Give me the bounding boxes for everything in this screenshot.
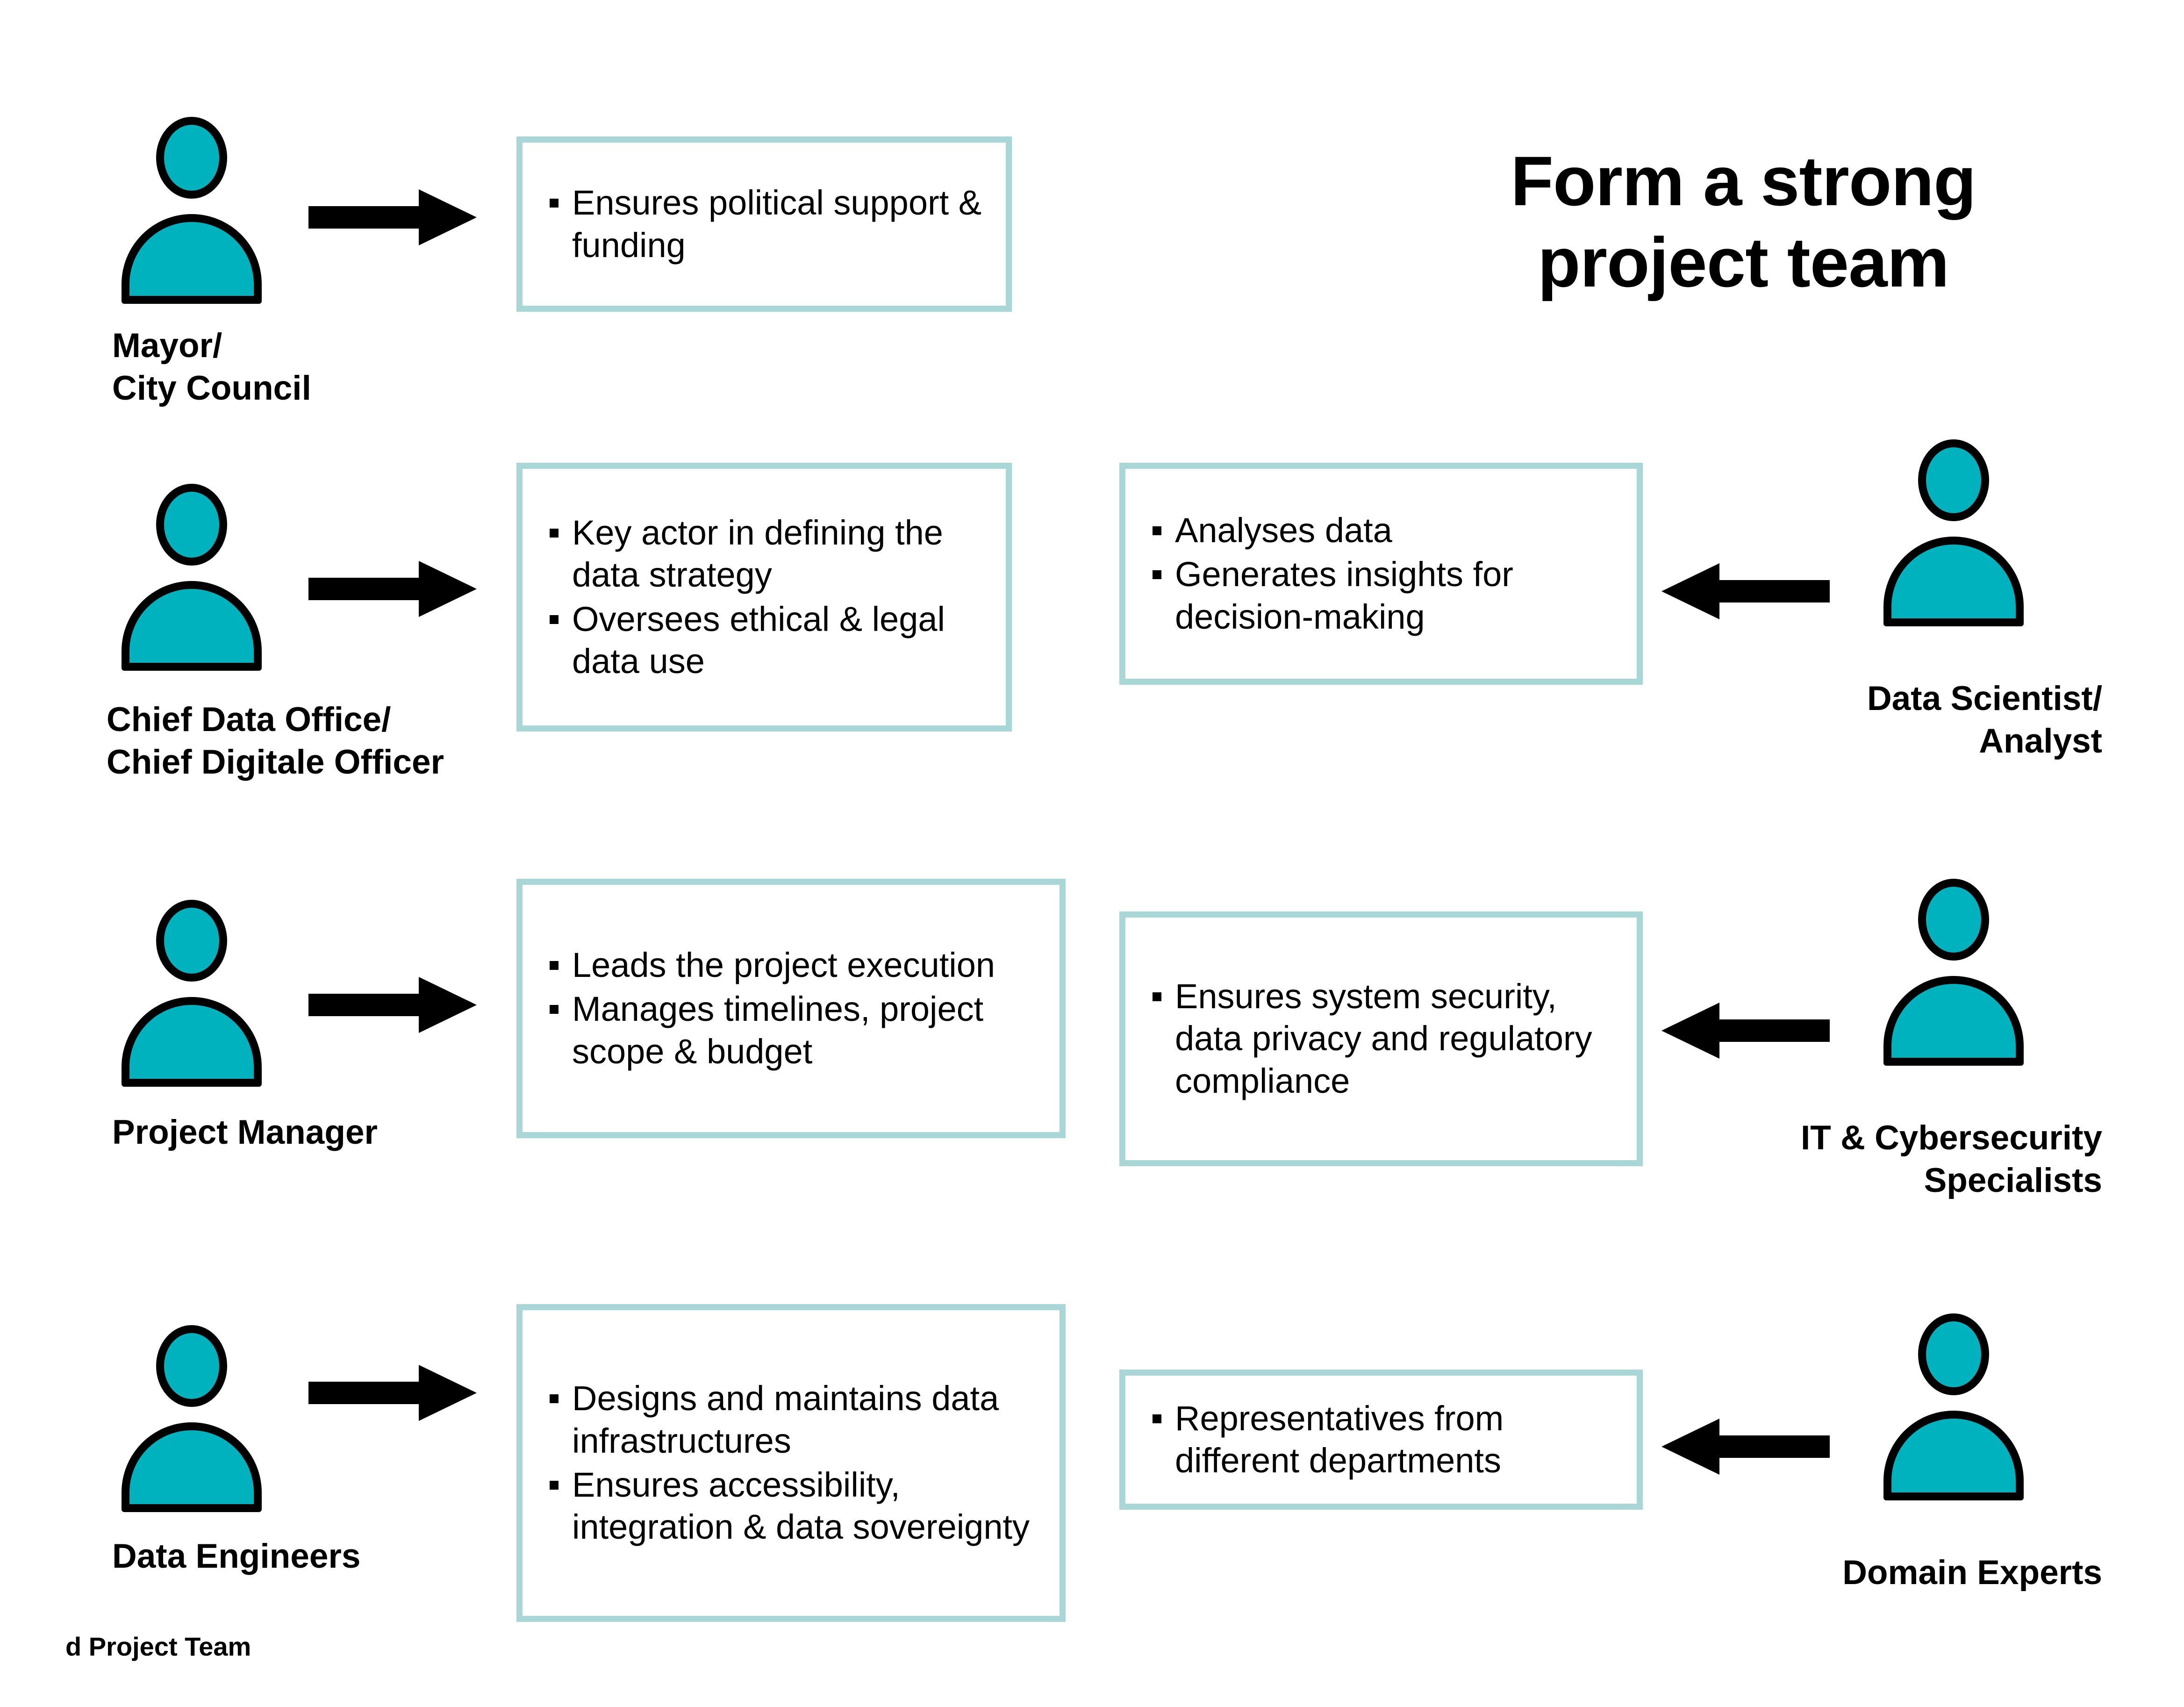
page-title: Form a strong project team: [1511, 142, 1976, 301]
list-item: Manages timelines, project scope & budge…: [547, 988, 1043, 1073]
callout-box-project-manager: Leads the project execution Manages time…: [516, 879, 1066, 1138]
person-icon-data-scientist: [1874, 439, 2033, 626]
person-icon-chief-data-office: [112, 484, 271, 671]
role-label-domain-experts: Domain Experts: [1842, 1554, 2102, 1592]
bullet-text: Ensures political support & funding: [572, 183, 982, 265]
person-head-icon: [1918, 439, 1989, 521]
square-bullet-icon: [550, 615, 559, 624]
role-label-chief-data-office: Chief Data Office/ Chief Digitale Office…: [107, 701, 444, 781]
square-bullet-icon: [550, 528, 559, 538]
list-item: Analyses data: [1150, 509, 1620, 552]
arrow-right-icon-chief-data-office: [308, 561, 477, 617]
square-bullet-icon: [1153, 992, 1161, 1002]
arrow-right-icon-project-manager: [308, 977, 477, 1033]
footer-caption: d Project Team: [65, 1632, 251, 1661]
bullet-text: Generates insights for decision-making: [1175, 555, 1513, 636]
person-head-icon: [1918, 1313, 1989, 1395]
square-bullet-icon: [550, 1481, 559, 1490]
arrow-left-icon-data-scientist: [1661, 563, 1830, 619]
person-icon-project-manager: [112, 900, 271, 1087]
bullet-list-mayor: Ensures political support & funding: [523, 182, 1006, 266]
person-icon-data-engineers: [112, 1325, 271, 1512]
callout-box-data-engineers: Designs and maintains data infrastructur…: [516, 1304, 1066, 1622]
callout-box-chief-data-office: Key actor in defining the data strategy …: [516, 463, 1012, 732]
list-item: Leads the project execution: [547, 944, 1043, 986]
list-item: Representatives from different departmen…: [1150, 1398, 1620, 1482]
bullet-list-chief-data-office: Key actor in defining the data strategy …: [523, 512, 1006, 682]
person-body-icon: [122, 581, 262, 671]
role-label-data-engineers: Data Engineers: [112, 1537, 361, 1575]
list-item: Ensures accessibility, integration & dat…: [547, 1464, 1043, 1549]
person-body-icon: [1883, 1411, 2024, 1500]
bullet-text: Designs and maintains data infrastructur…: [572, 1379, 999, 1460]
bullet-text: Leads the project execution: [572, 946, 995, 985]
bullet-list-it-cybersecurity: Ensures system security, data privacy an…: [1125, 975, 1637, 1102]
person-body-icon: [1883, 976, 2024, 1066]
list-item: Key actor in defining the data strategy: [547, 512, 989, 596]
bullet-list-data-scientist: Analyses data Generates insights for dec…: [1125, 509, 1637, 638]
bullet-text: Ensures accessibility, integration & dat…: [572, 1465, 1030, 1547]
person-head-icon: [156, 484, 227, 566]
list-item: Ensures political support & funding: [547, 182, 989, 266]
list-item: Generates insights for decision-making: [1150, 553, 1620, 638]
callout-box-data-scientist: Analyses data Generates insights for dec…: [1119, 463, 1643, 685]
bullet-text: Manages timelines, project scope & budge…: [572, 990, 984, 1071]
square-bullet-icon: [1153, 1414, 1161, 1423]
person-icon-it-cybersecurity: [1874, 879, 2033, 1066]
callout-box-it-cybersecurity: Ensures system security, data privacy an…: [1119, 911, 1643, 1166]
square-bullet-icon: [550, 1394, 559, 1404]
arrow-left-icon-domain-experts: [1661, 1419, 1830, 1475]
bullet-text: Ensures system security, data privacy an…: [1175, 977, 1592, 1100]
bullet-list-data-engineers: Designs and maintains data infrastructur…: [523, 1377, 1060, 1548]
callout-box-domain-experts: Representatives from different departmen…: [1119, 1370, 1643, 1510]
person-body-icon: [122, 997, 262, 1087]
role-label-data-scientist: Data Scientist/ Analyst: [1867, 680, 2102, 760]
bullet-list-project-manager: Leads the project execution Manages time…: [523, 944, 1060, 1073]
bullet-list-domain-experts: Representatives from different departmen…: [1125, 1398, 1637, 1482]
square-bullet-icon: [550, 1005, 559, 1014]
list-item: Oversees ethical & legal data use: [547, 598, 989, 683]
role-label-mayor: Mayor/ City Council: [112, 327, 311, 407]
callout-box-mayor: Ensures political support & funding: [516, 136, 1012, 312]
person-head-icon: [156, 900, 227, 982]
arrow-right-icon-mayor: [308, 189, 477, 245]
bullet-text: Analyses data: [1175, 511, 1392, 550]
person-body-icon: [122, 214, 262, 304]
bullet-text: Representatives from different departmen…: [1175, 1399, 1504, 1480]
square-bullet-icon: [550, 961, 559, 970]
square-bullet-icon: [1153, 526, 1161, 536]
role-label-project-manager: Project Manager: [112, 1113, 378, 1151]
arrow-left-icon-it-cybersecurity: [1661, 1003, 1830, 1059]
bullet-text: Oversees ethical & legal data use: [572, 599, 945, 681]
square-bullet-icon: [550, 199, 559, 208]
person-icon-domain-experts: [1874, 1313, 2033, 1500]
arrow-right-icon-data-engineers: [308, 1365, 477, 1421]
bullet-text: Key actor in defining the data strategy: [572, 513, 943, 595]
person-head-icon: [1918, 879, 1989, 961]
square-bullet-icon: [1153, 570, 1161, 580]
person-icon-mayor: [112, 117, 271, 304]
person-head-icon: [156, 1325, 227, 1407]
list-item: Designs and maintains data infrastructur…: [547, 1377, 1043, 1462]
person-body-icon: [1883, 537, 2024, 626]
list-item: Ensures system security, data privacy an…: [1150, 975, 1620, 1102]
person-head-icon: [156, 117, 227, 199]
person-body-icon: [122, 1422, 262, 1512]
role-label-it-cybersecurity: IT & Cybersecurity Specialists: [1800, 1119, 2102, 1199]
